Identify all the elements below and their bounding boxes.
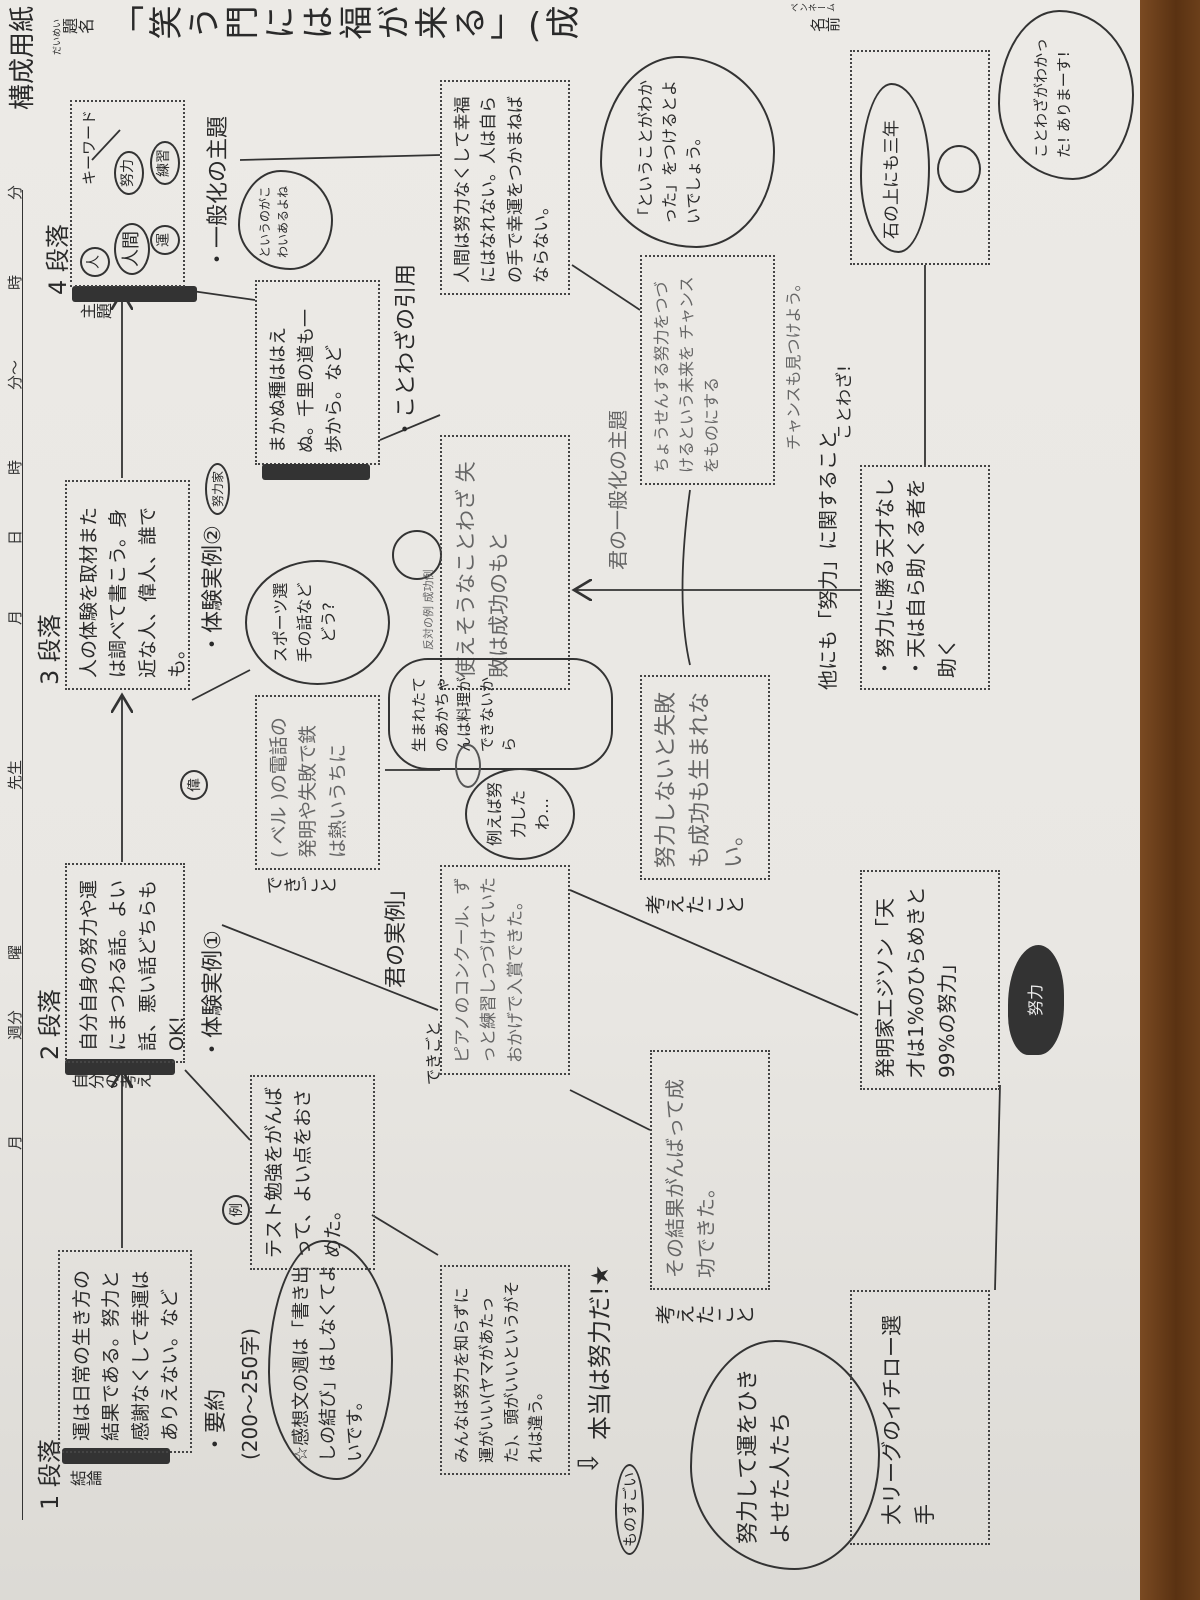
hard-worker-mark: 努力家 bbox=[205, 462, 230, 515]
paragraph-1-box: 運は日常の生き方の結果である。努力と感謝なくして幸運はありえない。など bbox=[58, 1250, 192, 1453]
general-label: 君の一般化の主題 bbox=[606, 410, 630, 570]
event-label-piano: できごと bbox=[424, 1020, 443, 1085]
keyword-person: 人 bbox=[80, 247, 110, 277]
example-box: テスト勉強をがんばって、よい点をおさめた。 bbox=[250, 1075, 375, 1270]
example-1-label: ・体験実例① bbox=[201, 930, 226, 1060]
truth-text: 本当は努力だ!★ bbox=[586, 1264, 614, 1440]
generalize-label: ・一般化の主題 bbox=[206, 115, 231, 270]
others-box: みんなは努力を知らずに運がいい(ヤマがあたった)、頭がいいというがそれは違う。 bbox=[440, 1265, 570, 1475]
stone-cloud: 石の上にも三年 bbox=[860, 83, 930, 253]
keyword-luck: 運 bbox=[150, 225, 180, 255]
other-sub: ことわざ! bbox=[835, 365, 855, 440]
other-proverb-2: ・天は自ら助くる者を助く bbox=[904, 478, 959, 678]
proverbs-box: まかぬ種ははえぬ。千里の道も一歩から。など bbox=[255, 280, 380, 465]
line-p2-example bbox=[184, 1069, 251, 1141]
cat-doodle-icon bbox=[937, 145, 981, 193]
summary-range: (200〜250字) bbox=[238, 1328, 262, 1460]
thought-box-1: 努力しないと失敗も成功も生まれない。 bbox=[640, 675, 770, 880]
paragraph-2-box: 自分自身の努力や運にまつわる話。よい話、悪い話どちらもOK! bbox=[65, 863, 188, 1063]
line-example1-own bbox=[221, 924, 439, 1011]
chance-note: チャンスも見つけよう。 bbox=[784, 275, 803, 450]
summary-label: ・要約 bbox=[204, 1388, 229, 1455]
example-2-label: ・体験実例② bbox=[201, 525, 226, 655]
keyword-practice: 練習 bbox=[150, 141, 180, 185]
proverb-note: 反対の例 成功例 bbox=[422, 569, 435, 651]
keyword-box: キーワード 人 人間 努力 運 練習 bbox=[70, 100, 185, 287]
paragraph-1-tag: 結論 bbox=[70, 1470, 102, 1489]
stone-box: 石の上にも三年 bbox=[850, 50, 990, 265]
line-own-result bbox=[569, 1089, 651, 1131]
paragraph-2-tag: 自分の考え bbox=[72, 1073, 152, 1092]
edison-box: 発明家エジソン「天才は1%のひらめきと99%の努力」 bbox=[860, 870, 1000, 1090]
down-arrow-icon: ⇩ bbox=[572, 1451, 605, 1475]
line-quote-box bbox=[379, 414, 441, 441]
tag-marker bbox=[72, 286, 197, 302]
general-box: ちょうせんする努力をつづけるという未来を チャンスをものにする bbox=[640, 255, 775, 485]
wooden-table-edge bbox=[1140, 0, 1200, 1600]
line-own-edison bbox=[569, 889, 859, 1016]
other-label: 他にも「努力」に関すること bbox=[816, 430, 840, 690]
rabbit-doodle-icon bbox=[455, 744, 481, 788]
quote-label: ・ことわざの引用 bbox=[394, 263, 419, 440]
line-example-others bbox=[371, 1214, 439, 1256]
event-label-bell: できごと bbox=[265, 876, 337, 897]
own-example-box: ピアノのコンクール、ずっと練習しつづけていたおかげで入賞できた。 bbox=[440, 865, 570, 1075]
great-person-mark: 偉 bbox=[180, 770, 208, 800]
effort-bubble: 例えば努力したわ… bbox=[465, 768, 575, 860]
theme-box: 人間は努力なくして幸福にはなれない。人は自らの手で幸運をつかまねばならない。 bbox=[440, 80, 570, 295]
baby-bubble: 生まれたてのあかちゃんは料理ができないから bbox=[388, 658, 613, 770]
line-cross bbox=[681, 489, 691, 666]
effort-blob: 努力 bbox=[1008, 945, 1064, 1055]
amazing-mark: ものすごい bbox=[615, 1463, 644, 1555]
keyword-label: キーワード bbox=[80, 110, 98, 186]
keyword-effort: 努力 bbox=[114, 151, 144, 195]
thought-label-2: 考えたこと bbox=[655, 1304, 755, 1328]
example-mark: 例 bbox=[222, 1195, 250, 1225]
paragraph-2-label: 2 段落 bbox=[36, 989, 64, 1060]
own-example-label: 君の実例」 bbox=[384, 877, 409, 988]
other-proverb-1: ・努力に勝る天才なし bbox=[873, 478, 897, 678]
sports-bubble: スポーツ選手の話などどう? bbox=[245, 560, 390, 685]
paragraph-4-label: 4 段落 bbox=[44, 224, 72, 295]
other-proverbs-box: ・努力に勝る天才なし ・天は自ら助くる者を助く bbox=[860, 465, 990, 690]
paragraph-3-label: 3 段落 bbox=[36, 614, 64, 685]
keyword-human: 人間 bbox=[114, 223, 150, 275]
line-p3-bell bbox=[191, 669, 251, 701]
paragraph-3-box: 人の体験を取材または調べて書こう。身近な人、偉人、誰でも。 bbox=[65, 480, 190, 690]
line-generalize-theme bbox=[239, 154, 441, 161]
line-theme-general bbox=[571, 264, 641, 311]
thought-label-1: 考えたこと bbox=[645, 894, 745, 918]
paragraph-4-tag: 主題 bbox=[80, 303, 112, 322]
proverb-box: 使えそうなことわざ 失敗は成功のもと bbox=[440, 435, 570, 690]
connector-lines bbox=[91, 129, 1001, 1291]
generalize-cloud: というのがこわいあるよね bbox=[238, 170, 333, 270]
tag-marker bbox=[262, 464, 370, 480]
ichiro-box: 大リーグのイチロー選手 bbox=[850, 1290, 990, 1545]
result-box: その結果がんばって成功できた。 bbox=[650, 1050, 770, 1290]
line-keyword-pointer bbox=[91, 129, 121, 161]
line-edison-ichiro bbox=[994, 1084, 1001, 1291]
bell-box: ( ベル )の電話の発明や失敗で鉄は熱いうちに bbox=[255, 695, 380, 870]
